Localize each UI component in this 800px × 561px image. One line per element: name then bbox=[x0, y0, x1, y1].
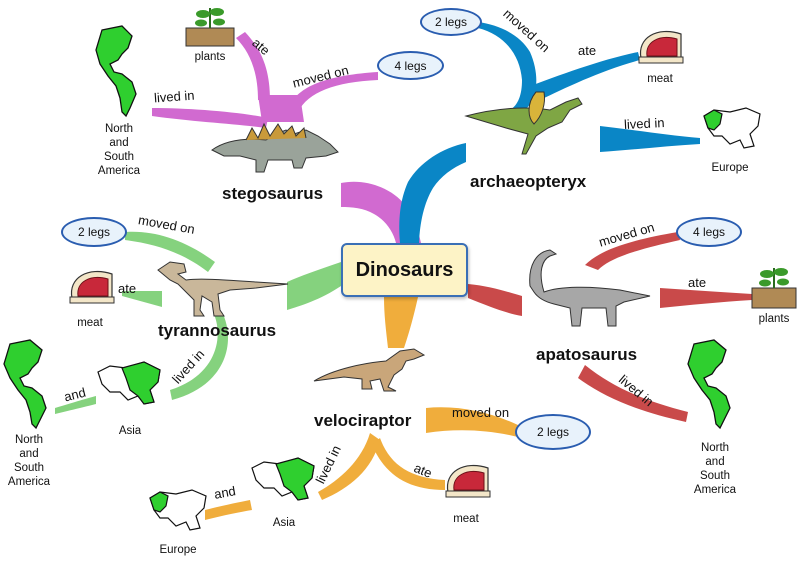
topic-apatosaurus[interactable]: apatosaurus bbox=[536, 345, 638, 364]
globe-americas-icon bbox=[3, 339, 47, 430]
branch-apatosaurus bbox=[468, 284, 522, 316]
central-topic[interactable]: Dinosaurs bbox=[341, 243, 468, 297]
topic-archaeopteryx[interactable]: archaeopteryx bbox=[470, 172, 587, 191]
steg-subbranches bbox=[152, 32, 378, 128]
value-asia: Asia bbox=[118, 425, 142, 437]
value-europe: Europe bbox=[159, 544, 197, 556]
topic-stegosaurus[interactable]: stegosaurus bbox=[222, 184, 324, 203]
value-4-legs[interactable]: 4 legs bbox=[676, 217, 742, 247]
label-lived-in: lived in bbox=[623, 114, 665, 133]
plant-icon bbox=[185, 8, 235, 47]
stegosaurus-dinosaur-icon bbox=[211, 122, 339, 173]
value-meat: meat bbox=[453, 513, 479, 525]
branch-velociraptor bbox=[384, 297, 418, 348]
value-4-legs[interactable]: 4 legs bbox=[377, 51, 444, 80]
label-ate: ate bbox=[118, 281, 137, 296]
label-ate: ate bbox=[688, 275, 707, 290]
globe-europe-icon bbox=[149, 489, 207, 531]
meat-icon bbox=[638, 30, 684, 64]
label-and: and bbox=[212, 483, 237, 502]
tyrannosaurus-dinosaur-icon bbox=[157, 261, 289, 317]
globe-americas-icon bbox=[95, 25, 137, 118]
value-2-legs[interactable]: 2 legs bbox=[420, 8, 482, 36]
value-2-legs[interactable]: 2 legs bbox=[515, 414, 591, 450]
value-meat: meat bbox=[77, 317, 103, 329]
value-plants: plants bbox=[758, 313, 790, 325]
label-moved-on: moved on bbox=[452, 405, 510, 420]
value-meat: meat bbox=[647, 73, 673, 85]
value-north-south-america: North and South America bbox=[7, 434, 51, 488]
trex-subbranches bbox=[55, 231, 229, 414]
meat-icon bbox=[445, 464, 491, 498]
globe-asia-icon bbox=[97, 361, 161, 405]
raptor-subbranches bbox=[205, 407, 518, 520]
topic-velociraptor[interactable]: velociraptor bbox=[314, 411, 412, 430]
value-north-south-america: North and South America bbox=[97, 123, 141, 177]
value-europe: Europe bbox=[711, 162, 749, 174]
apato-subbranches bbox=[578, 232, 752, 422]
label-lived-in: lived in bbox=[153, 87, 195, 106]
plant-icon bbox=[751, 268, 797, 309]
label-ate: ate bbox=[578, 43, 597, 58]
apatosaurus-dinosaur-icon bbox=[529, 249, 651, 327]
meat-icon bbox=[69, 270, 115, 304]
value-asia: Asia bbox=[272, 517, 296, 529]
globe-europe-icon bbox=[703, 107, 761, 149]
velociraptor-dinosaur-icon bbox=[313, 348, 426, 392]
globe-asia-icon bbox=[251, 457, 315, 501]
value-2-legs[interactable]: 2 legs bbox=[61, 217, 127, 247]
archaeopteryx-dinosaur-icon bbox=[464, 91, 583, 155]
value-plants: plants bbox=[194, 51, 226, 63]
branch-archaeopteryx bbox=[399, 143, 466, 243]
topic-tyrannosaurus[interactable]: tyrannosaurus bbox=[158, 321, 277, 340]
branch-tyrannosaurus bbox=[287, 262, 341, 310]
archaeo-subbranches bbox=[478, 22, 700, 152]
value-north-south-america: North and South America bbox=[693, 442, 737, 496]
globe-americas-icon bbox=[687, 339, 731, 430]
